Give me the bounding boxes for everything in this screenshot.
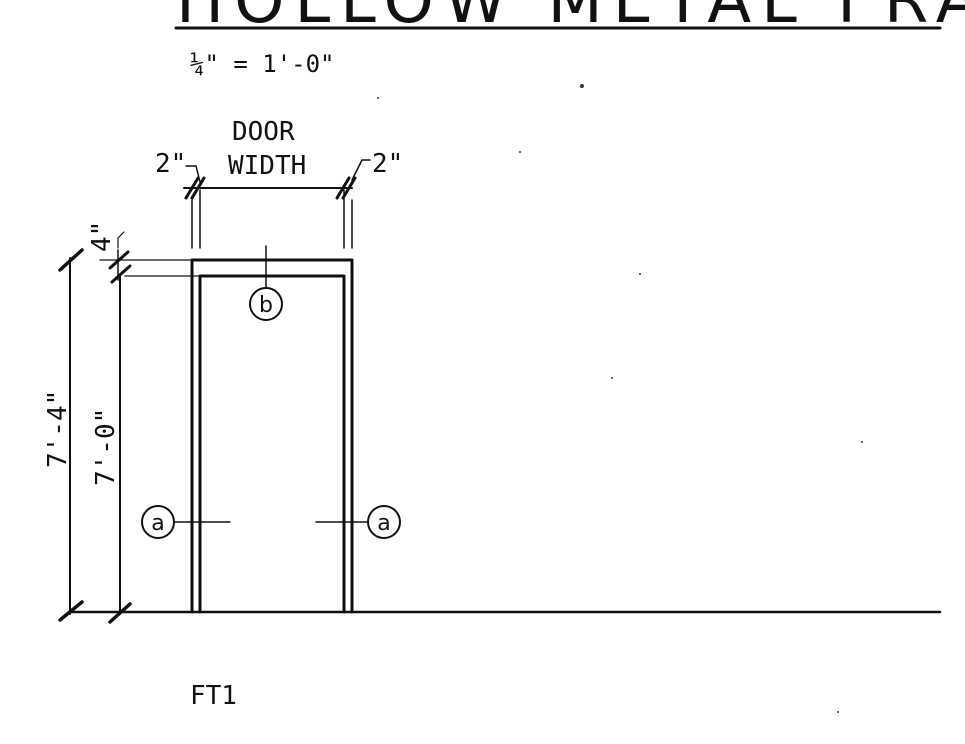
detail-tag-jamb-left: a <box>141 505 231 539</box>
door-width-label-line1: DOOR <box>232 117 295 147</box>
detail-tag-head: b <box>249 245 283 321</box>
scan-speckles <box>377 84 863 713</box>
frame-outer-edge <box>190 258 354 614</box>
frame-elevation <box>68 258 942 614</box>
jamb-dimension-right: 2" <box>372 149 403 179</box>
detail-tag-head-label: b <box>259 293 273 318</box>
opening-height-label: 7'-0" <box>91 408 121 486</box>
scale-note: ¼" = 1'-0" <box>190 50 335 78</box>
detail-tag-jamb-right: a <box>315 505 401 539</box>
detail-tag-jamb-right-label: a <box>377 511 390 536</box>
head-depth-dimension: 4" <box>87 221 199 284</box>
detail-tag-jamb-left-label: a <box>151 511 164 536</box>
drawing-title: HOLLOW METAL FRAME TYPES <box>176 0 965 38</box>
frame-opening-edge <box>198 274 346 614</box>
overall-height-label: 7'-4" <box>43 390 73 468</box>
frame-type-label: FT1 <box>190 681 237 711</box>
jamb-dimension-left: 2" <box>155 149 186 179</box>
head-depth-label: 4" <box>87 221 117 252</box>
door-width-label-line2: WIDTH <box>228 151 306 181</box>
door-width-dimension: DOOR WIDTH 2" 2" <box>155 117 403 249</box>
dimension-tick-right <box>335 176 357 200</box>
dimension-tick-left <box>184 176 206 200</box>
overall-height-dimension: 7'-4" <box>43 248 84 622</box>
opening-height-dimension: 7'-0" <box>91 275 132 624</box>
